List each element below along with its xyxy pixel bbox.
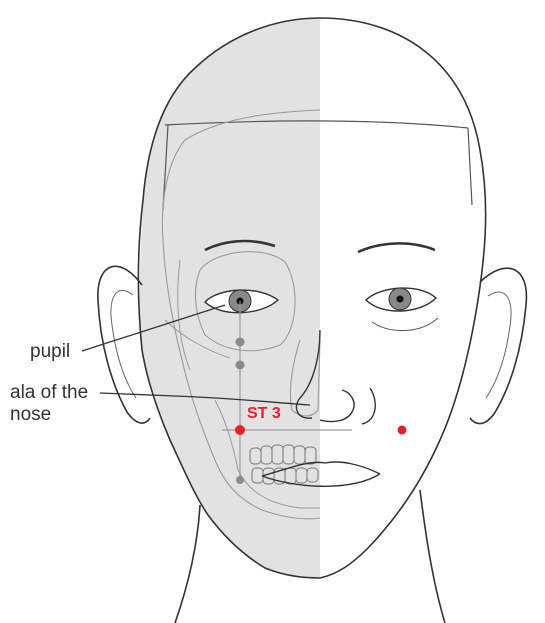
- right-pupil-dot: [397, 296, 404, 303]
- pupil-label: pupil: [30, 341, 70, 363]
- guide-marker: [236, 361, 245, 370]
- left-ear-inner: [111, 290, 136, 398]
- st3-point-right: [398, 426, 407, 435]
- st3-point: [235, 425, 245, 435]
- ala-label-line2: nose: [10, 404, 51, 426]
- right-eye-bag: [372, 318, 438, 331]
- guide-marker: [236, 476, 244, 484]
- right-eyebrow: [358, 243, 435, 252]
- neck-left: [175, 505, 200, 623]
- st3-label: ST 3: [247, 405, 281, 423]
- ala-label-line1: ala of the: [10, 382, 88, 404]
- guide-marker: [236, 338, 245, 347]
- right-ear-inner: [486, 292, 511, 398]
- neck-right: [420, 490, 445, 623]
